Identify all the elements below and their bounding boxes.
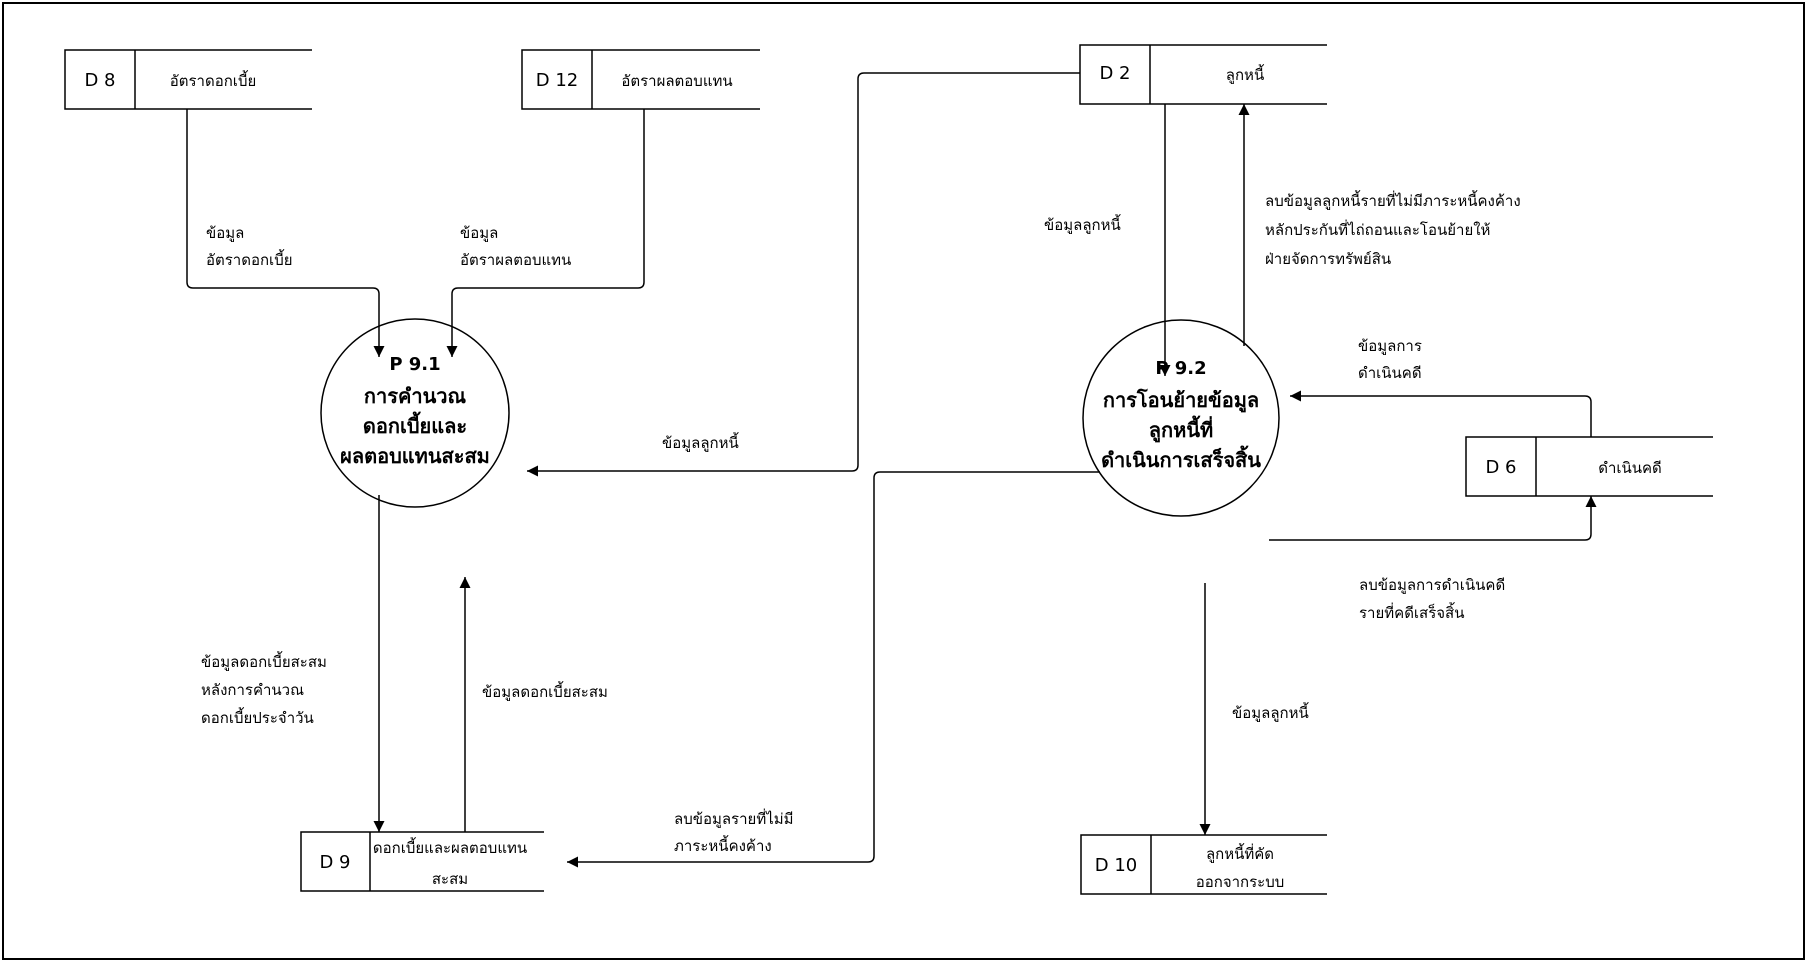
store-d6-id: D 6 (1485, 457, 1516, 478)
flow-label-line: ข้อมูลดอกเบี้ยสะสม (482, 681, 608, 701)
flow-d6-to-p9-2 (1290, 390, 1592, 437)
flow-label-line: อัตราดอกเบี้ย (206, 249, 293, 269)
process-p9-1: P 9.1 การคำนวณ ดอกเบี้ยและ ผลตอบแทนสะสม (320, 318, 510, 508)
flow-label-line: หลักประกันที่ไถ่ถอนและโอนย้ายให้ (1265, 219, 1490, 239)
store-d10-outline (1080, 834, 1327, 895)
store-d8-outline (64, 49, 312, 110)
store-d12-id: D 12 (536, 70, 579, 91)
store-d2-outline (1079, 44, 1327, 105)
process-p9-2-name-line2: ลูกหนี้ที่ (1149, 415, 1213, 444)
process-p9-2-id: P 9.2 (1155, 358, 1206, 379)
store-d10-name-line2: ออกจากระบบ (1196, 873, 1285, 891)
store-d6: D 6 ดำเนินคดี (1465, 436, 1713, 497)
process-p9-1-circle (320, 318, 510, 508)
flow-label-line: ข้อมูลลูกหนี้ (662, 432, 739, 452)
flow-label-d8-to-p9-1: ข้อมูล อัตราดอกเบี้ย (206, 224, 293, 269)
process-p9-2-circle (1082, 319, 1280, 517)
process-p9-2: P 9.2 การโอนย้ายข้อมูล ลูกหนี้ที่ ดำเนิน… (1082, 319, 1280, 517)
store-d2-name: ลูกหนี้ (1226, 64, 1265, 84)
flow-label-line: ข้อมูล (460, 224, 498, 242)
flow-d12-to-p9-1 (446, 109, 645, 357)
store-d10-name-line1: ลูกหนี้ที่คัด (1206, 843, 1274, 863)
flow-label-line: หลังการคำนวณ (201, 681, 304, 699)
flow-label-line: ข้อมูล (206, 224, 244, 242)
flow-label-p9-2-to-d2: ลบข้อมูลลูกหนี้รายที่ไม่มีภาระหนี้คงค้าง… (1265, 190, 1521, 268)
process-p9-1-name-line1: การคำนวณ (364, 384, 467, 408)
store-d8-id: D 8 (84, 70, 115, 91)
flow-label-line: ลบข้อมูลรายที่ไม่มี (674, 808, 794, 828)
store-d9-name-line2: สะสม (432, 870, 468, 888)
store-d9-outline (300, 831, 544, 892)
flow-d8-to-p9-1 (186, 109, 385, 357)
store-d9: D 9 ดอกเบี้ยและผลตอบแทน สะสม (300, 831, 544, 892)
flow-label-line: ดอกเบี้ยประจำวัน (201, 707, 314, 727)
store-d8-name: อัตราดอกเบี้ย (170, 70, 257, 90)
store-d12-name: อัตราผลตอบแทน (621, 72, 732, 90)
flow-label-line: ข้อมูลลูกหนี้ (1044, 214, 1121, 234)
store-d2-id: D 2 (1099, 63, 1130, 84)
flow-p9-2-to-d9 (567, 471, 1100, 868)
flow-label-line: ลบข้อมูลการดำเนินคดี (1359, 576, 1505, 594)
flow-label-d2-to-p9-1: ข้อมูลลูกหนี้ (662, 432, 739, 452)
flow-label-line: ข้อมูลการ (1358, 337, 1422, 355)
flow-label-line: ข้อมูลลูกหนี้ (1232, 702, 1309, 722)
flow-label-line: รายที่คดีเสร็จสิ้น (1359, 602, 1464, 622)
flow-label-d9-to-p9-1: ข้อมูลดอกเบี้ยสะสม (482, 681, 608, 701)
store-d9-id: D 9 (319, 852, 350, 873)
process-p9-2-name-line1: การโอนย้ายข้อมูล (1103, 388, 1259, 414)
flow-label-line: ลบข้อมูลลูกหนี้รายที่ไม่มีภาระหนี้คงค้าง (1265, 190, 1521, 210)
store-d8: D 8 อัตราดอกเบี้ย (64, 49, 312, 110)
process-p9-1-name-line3: ผลตอบแทนสะสม (340, 444, 490, 468)
store-d12: D 12 อัตราผลตอบแทน (521, 49, 760, 110)
store-d10-id: D 10 (1095, 855, 1138, 876)
flow-label-line: ฝ่ายจัดการทรัพย์สิน (1265, 250, 1391, 268)
process-p9-1-name-line2: ดอกเบี้ยและ (363, 411, 467, 438)
flow-label-p9-2-to-d6: ลบข้อมูลการดำเนินคดี รายที่คดีเสร็จสิ้น (1359, 576, 1505, 622)
flow-label-line: อัตราผลตอบแทน (460, 251, 571, 269)
store-d6-name: ดำเนินคดี (1598, 459, 1662, 477)
flow-label-line: ข้อมูลดอกเบี้ยสะสม (201, 651, 327, 671)
flow-label-p9-1-to-d9: ข้อมูลดอกเบี้ยสะสม หลังการคำนวณ ดอกเบี้ย… (201, 651, 327, 727)
process-p9-2-name-line3: ดำเนินการเสร็จสิ้น (1101, 445, 1261, 472)
store-d12-outline (521, 49, 760, 110)
flow-label-d12-to-p9-1: ข้อมูล อัตราผลตอบแทน (460, 224, 571, 269)
store-d2: D 2 ลูกหนี้ (1079, 44, 1327, 105)
process-p9-1-id: P 9.1 (389, 354, 440, 375)
flow-p9-2-to-d6 (1269, 496, 1597, 541)
flow-label-d2-to-p9-2: ข้อมูลลูกหนี้ (1044, 214, 1121, 234)
flow-label-p9-2-to-d9: ลบข้อมูลรายที่ไม่มี ภาระหนี้คงค้าง (674, 808, 794, 855)
flow-label-p9-2-to-d10: ข้อมูลลูกหนี้ (1232, 702, 1309, 722)
flow-label-line: ภาระหนี้คงค้าง (674, 835, 772, 855)
flow-label-line: ดำเนินคดี (1358, 364, 1422, 382)
store-d9-name-line1: ดอกเบี้ยและผลตอบแทน (373, 837, 527, 857)
flow-label-d6-to-p9-2: ข้อมูลการ ดำเนินคดี (1358, 337, 1422, 382)
flow-d2-to-p9-1 (527, 72, 1080, 477)
store-d10: D 10 ลูกหนี้ที่คัด ออกจากระบบ (1080, 834, 1327, 895)
